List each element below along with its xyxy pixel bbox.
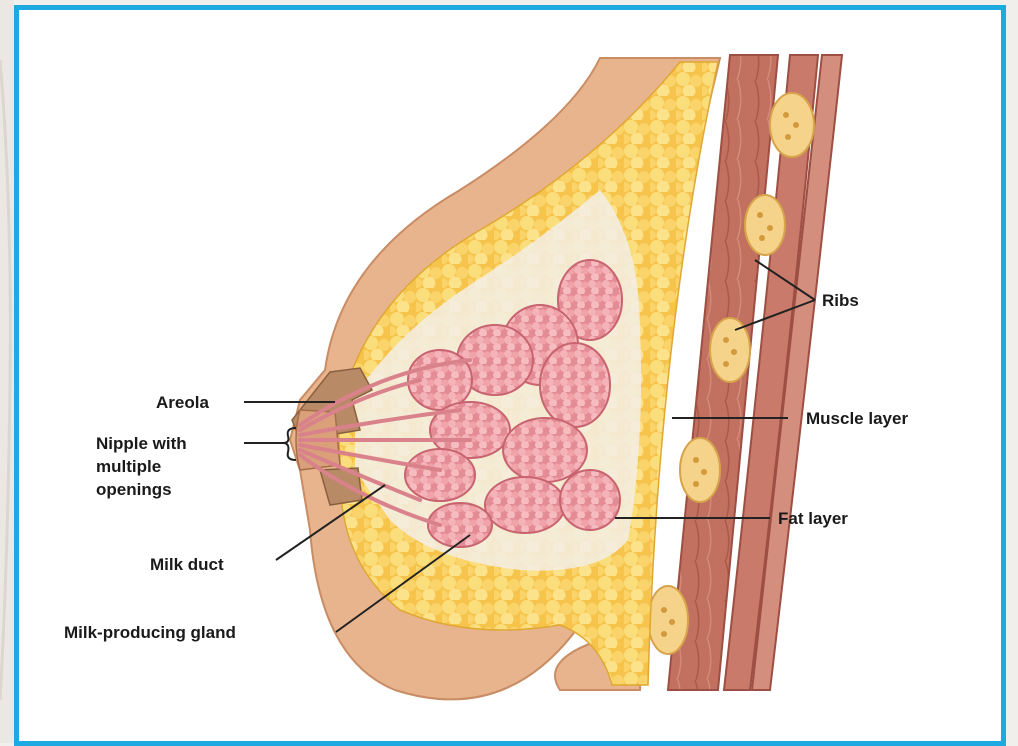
gland-lobule bbox=[485, 477, 565, 533]
label-areola: Areola bbox=[156, 393, 209, 412]
label-fat-layer: Fat layer bbox=[778, 509, 848, 528]
label-muscle-layer: Muscle layer bbox=[806, 409, 908, 428]
rib bbox=[770, 93, 814, 157]
label-nipple-line3: openings bbox=[96, 480, 172, 499]
gland-lobule bbox=[560, 470, 620, 530]
gland-lobule bbox=[503, 418, 587, 482]
background-decoration bbox=[0, 0, 14, 743]
diagram-frame: Areola Nipple with multiple openings Mil… bbox=[14, 5, 1006, 746]
rib bbox=[745, 195, 785, 255]
label-nipple-line2: multiple bbox=[96, 457, 161, 476]
gland-lobule bbox=[405, 449, 475, 501]
label-milk-duct: Milk duct bbox=[150, 555, 224, 574]
gland-lobule bbox=[540, 343, 610, 427]
label-milk-producing-gland: Milk-producing gland bbox=[64, 623, 236, 642]
label-ribs: Ribs bbox=[822, 291, 859, 310]
breast-anatomy-diagram: Areola Nipple with multiple openings Mil… bbox=[19, 10, 1001, 741]
rib bbox=[680, 438, 720, 502]
rib bbox=[648, 586, 688, 654]
label-nipple-line1: Nipple with bbox=[96, 434, 187, 453]
